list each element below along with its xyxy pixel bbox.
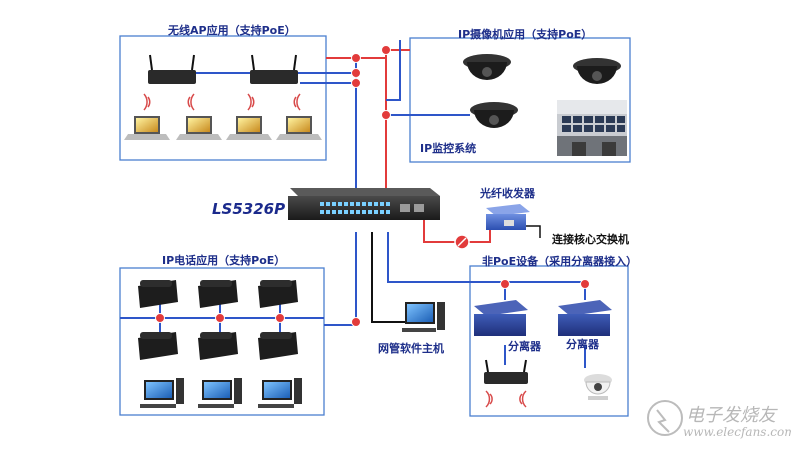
ip-phone-icon: [138, 280, 178, 308]
ip-phone-frame: [119, 267, 325, 416]
splitter-icon: [558, 300, 612, 336]
non-poe-label: 非PoE设备（采用分离器接入）: [482, 255, 638, 268]
switch-model-label: LS5326P: [212, 200, 286, 218]
ip-camera-label: IP摄像机应用（支持PoE）: [458, 28, 593, 41]
fiber-transceiver-icon: [486, 204, 530, 230]
laptop-icon: [276, 116, 322, 140]
desktop-pc-icon: [258, 378, 302, 408]
dome-camera-icon: [470, 102, 518, 128]
laptop-icon: [176, 116, 222, 140]
network-links: [120, 40, 586, 368]
management-host-label: 网管软件主机: [378, 342, 444, 355]
dome-camera-icon: [573, 58, 621, 84]
splitter-1-label: 分离器: [508, 340, 541, 353]
core-switch-label: 连接核心交换机: [552, 233, 629, 246]
watermark-logo-icon: [647, 400, 683, 436]
dome-camera-icon: [463, 54, 511, 80]
laptop-icon: [226, 116, 272, 140]
fiber-transceiver-label: 光纤收发器: [480, 187, 535, 200]
ip-phone-icon: [258, 280, 298, 308]
splitter-icon: [474, 300, 528, 336]
non-poe-ap-icon: [484, 359, 528, 384]
fiber-connector-icon: [454, 234, 470, 250]
desktop-pc-icon: [140, 378, 184, 408]
monitoring-wall-image: [557, 100, 627, 156]
wireless-ap-icon: [148, 54, 196, 84]
splitter-2-label: 分离器: [566, 338, 599, 351]
wireless-ap-frame: [119, 35, 327, 161]
management-host-icon: [402, 302, 445, 332]
ip-phone-icon: [258, 332, 298, 360]
wifi-wave-icon: [485, 390, 527, 408]
poe-markers: [155, 45, 590, 327]
wifi-wave-icon: [143, 93, 301, 111]
ip-phone-label: IP电话应用（支持PoE）: [162, 254, 286, 267]
desktop-pc-icon: [198, 378, 242, 408]
poe-switch-icon: [288, 188, 440, 220]
ip-monitor-label: IP监控系统: [420, 142, 477, 155]
group-frames: [119, 35, 631, 417]
ip-camera-frame: [409, 37, 631, 163]
ip-phone-icon: [198, 332, 238, 360]
ip-phone-icon: [138, 332, 178, 360]
non-poe-frame: [469, 265, 629, 417]
wireless-ap-icon: [250, 54, 298, 84]
laptop-icon: [124, 116, 170, 140]
ip-phone-icon: [198, 280, 238, 308]
mini-dome-camera-icon: [584, 374, 612, 400]
watermark-en: www.elecfans.com: [683, 425, 791, 439]
watermark-cn: 电子发烧友: [686, 405, 776, 426]
wireless-ap-label: 无线AP应用（支持PoE）: [168, 24, 296, 37]
